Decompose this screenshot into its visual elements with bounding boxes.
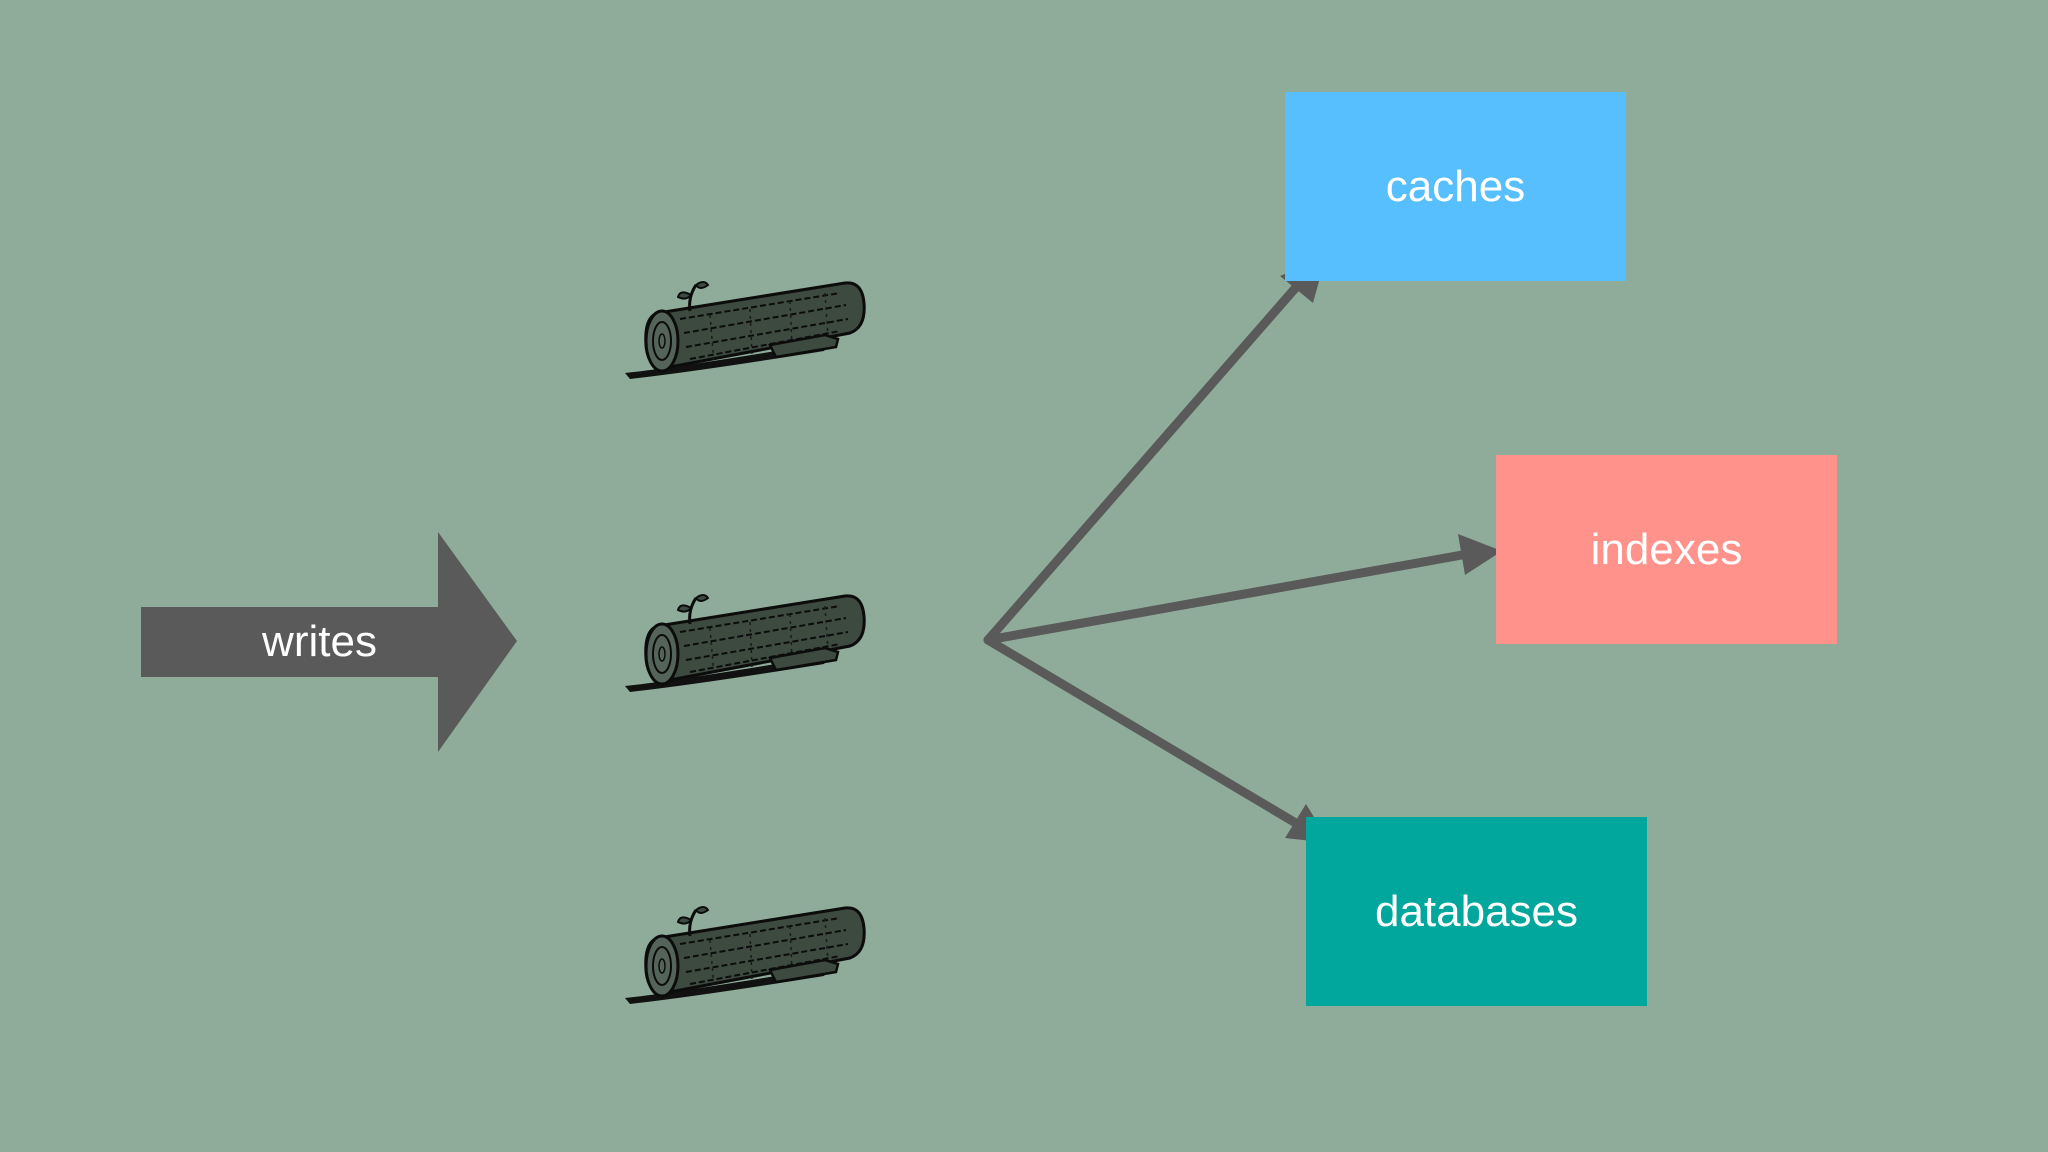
caches-box <box>1285 92 1626 281</box>
arrowhead-indexes <box>1458 534 1502 575</box>
caches-label: caches <box>1385 161 1526 211</box>
arrow-to-indexes <box>983 550 1467 645</box>
arrow-to-databases <box>983 635 1299 827</box>
databases-box <box>1306 817 1647 1006</box>
log-icon <box>623 280 866 381</box>
writes-arrow-shape <box>141 532 517 752</box>
fan-out-arrows <box>983 280 1467 827</box>
log-icon <box>623 593 866 694</box>
indexes-box <box>1496 455 1837 644</box>
indexes-label: indexes <box>1590 524 1743 574</box>
databases-label: databases <box>1374 886 1579 936</box>
log-icon <box>623 905 866 1006</box>
writes-label: writes <box>262 617 377 666</box>
arrow-to-caches <box>983 280 1303 645</box>
